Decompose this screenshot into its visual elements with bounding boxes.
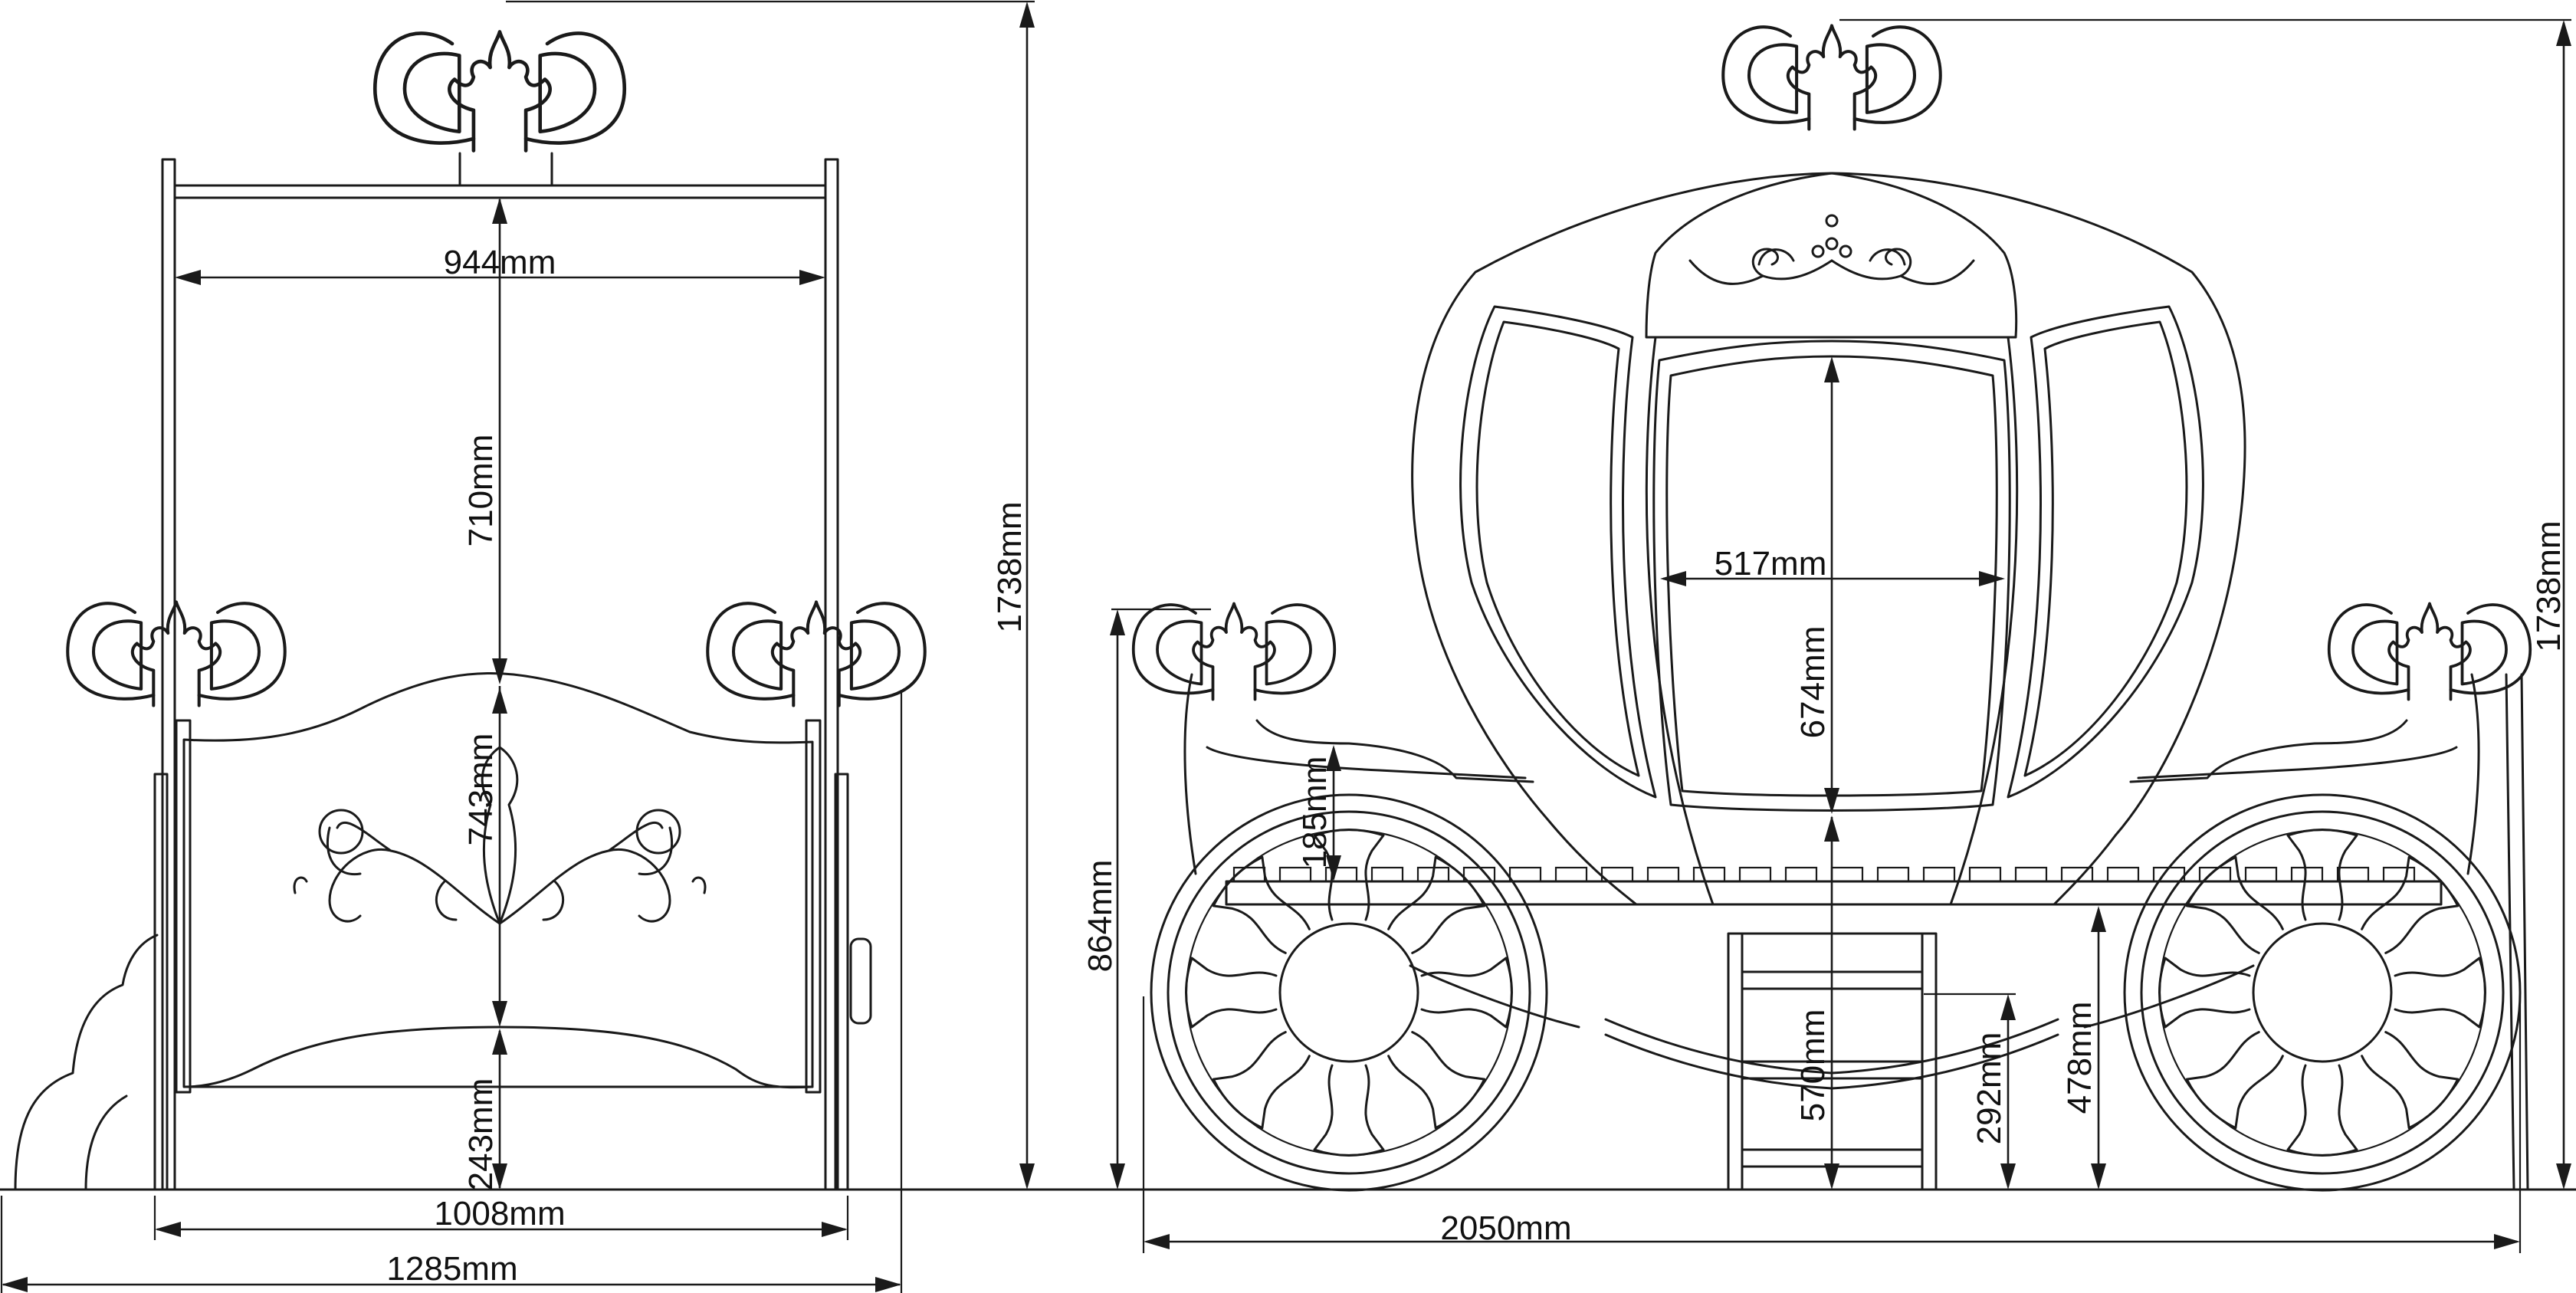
rail-left xyxy=(1255,719,1534,783)
label-478: 478mm xyxy=(2061,1002,2099,1114)
rail-right xyxy=(2129,719,2408,783)
label-864: 864mm xyxy=(1081,860,1119,973)
carriage-crown-left xyxy=(1131,602,1337,701)
label-517: 517mm xyxy=(1715,545,1827,583)
label-710: 710mm xyxy=(462,435,500,547)
door-window xyxy=(1652,340,2011,812)
crown-top xyxy=(375,32,625,151)
canopy-post-left xyxy=(161,158,176,1191)
carriage-ornament xyxy=(1688,214,1975,285)
side-window-left xyxy=(1459,305,1657,799)
crown-right xyxy=(707,602,925,706)
carriage-body xyxy=(1411,172,2246,906)
side-window-right xyxy=(2007,305,2204,799)
label-243: 243mm xyxy=(462,1078,500,1191)
label-743: 743mm xyxy=(462,733,500,846)
crown-left xyxy=(67,602,285,706)
label-674: 674mm xyxy=(1794,626,1832,739)
wheel-right xyxy=(2125,795,2520,1190)
label-2050: 2050mm xyxy=(1440,1209,1571,1247)
label-570: 570mm xyxy=(1794,1009,1832,1122)
head-panel xyxy=(182,671,814,1089)
label-1738-side: 1738mm xyxy=(2530,520,2568,651)
label-185: 185mm xyxy=(1296,756,1334,869)
label-1738-end: 1738mm xyxy=(991,501,1029,632)
label-1285: 1285mm xyxy=(386,1250,517,1288)
step-profile xyxy=(14,934,159,1191)
mattress-platform xyxy=(1225,880,2443,906)
label-1008: 1008mm xyxy=(434,1195,565,1232)
side-view: 517mm 674mm 570mm 185mm 864mm 292mm 478m xyxy=(1081,18,2571,1253)
wheel-left xyxy=(1151,795,1547,1190)
carriage-crown-right xyxy=(2327,602,2532,701)
carriage-crown xyxy=(1723,26,1941,130)
label-292: 292mm xyxy=(1971,1032,2008,1145)
